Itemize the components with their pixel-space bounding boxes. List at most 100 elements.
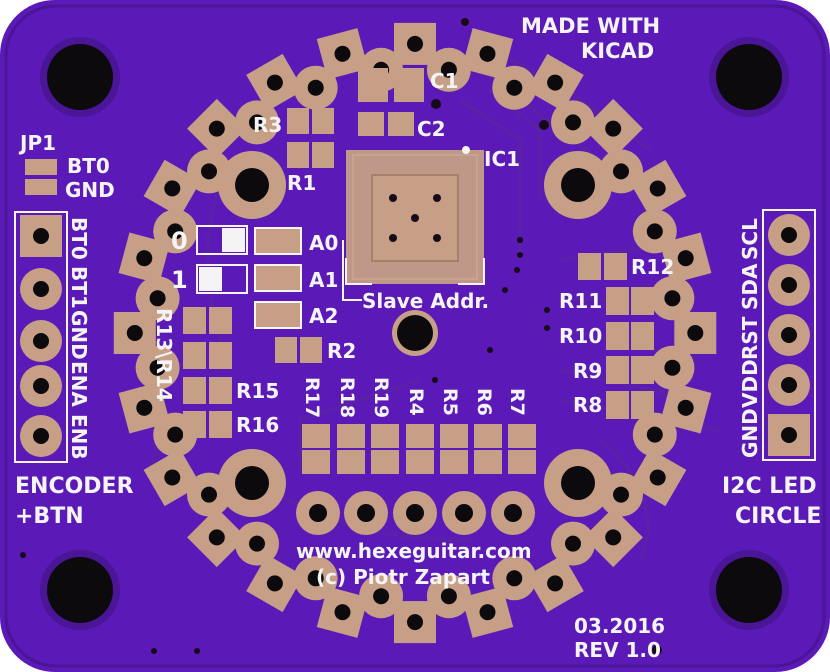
label-gnd: GND <box>65 178 115 202</box>
resistor-pads-r8-r12 <box>578 253 654 419</box>
made-with-line2: KICAD <box>581 39 654 63</box>
led-ring-hole <box>613 163 629 180</box>
resistor-pad <box>440 424 468 448</box>
encoder-mount-pads <box>218 151 612 517</box>
label-date: 03.2016 <box>574 614 665 638</box>
led-ring-pad <box>674 312 717 354</box>
resistor-pad <box>337 424 365 448</box>
led-ring-hole <box>664 290 681 307</box>
led-ring-hole <box>646 426 663 443</box>
led-ring-hole <box>307 79 324 96</box>
label-r16: R16 <box>236 413 279 437</box>
encoder-pin-row <box>296 491 535 535</box>
label-website: www.hexeguitar.com <box>296 539 532 563</box>
label-r2: R2 <box>327 339 356 363</box>
label-jp1: JP1 <box>18 131 56 155</box>
label-r11: R11 <box>559 289 602 313</box>
label-r15: R15 <box>236 379 279 403</box>
vias <box>20 18 662 655</box>
resistor-pad <box>508 450 536 474</box>
encoder-pin-enb: ENB <box>67 414 91 460</box>
led-ring-hole <box>167 426 184 443</box>
label-a0: A0 <box>309 231 338 255</box>
led-ring-pad <box>118 232 171 284</box>
resistor-pad <box>508 424 536 448</box>
resistor-pad <box>302 424 330 448</box>
label-r1: R1 <box>287 171 316 195</box>
capacitor-pads <box>358 68 441 136</box>
led-ring-hole <box>149 359 166 376</box>
led-ring-hole <box>565 114 581 131</box>
led-ring-hole <box>201 163 217 180</box>
led-pin-sda: SDA <box>738 263 762 310</box>
led-ring-pad <box>394 601 436 644</box>
encoder-header <box>14 211 68 463</box>
led-circle-header <box>762 209 816 461</box>
label-r9: R9 <box>573 359 602 383</box>
led-ring-hole <box>440 61 457 78</box>
led-ring-pad <box>461 28 514 80</box>
resistor-pads-r13-r16 <box>183 307 232 438</box>
resistor-pad <box>371 450 399 474</box>
label-c2: C2 <box>417 117 446 141</box>
encoder-pin-gnd: GND <box>67 310 91 360</box>
led-ring-pad <box>461 586 514 638</box>
label-rev: REV 1.0 <box>574 638 661 662</box>
label-r8: R8 <box>573 393 602 417</box>
label-r5: R5 <box>439 388 461 416</box>
silkscreen-text: MADE WITH KICAD C1 C2 R3 R1 IC1 JP1 BT0 … <box>15 14 821 662</box>
led-ring-pad <box>316 586 369 638</box>
label-r19: R19 <box>370 377 392 418</box>
resistor-pad <box>371 424 399 448</box>
encoder-pin-ena: ENA <box>67 361 91 407</box>
led-ring-pad <box>659 382 712 434</box>
resistor-pads-r17-r7 <box>302 424 536 474</box>
label-r6: R6 <box>473 388 495 416</box>
resistor-pad <box>406 424 434 448</box>
led-ring-pad <box>113 312 156 354</box>
led-ring-hole <box>646 223 663 240</box>
encoder-caption-1: ENCODER <box>15 474 134 499</box>
led-pin-rst: RST <box>738 316 762 360</box>
led-ring-pad <box>394 22 436 65</box>
mounting-holes <box>40 37 789 630</box>
led-ring-hole <box>201 486 217 503</box>
led-ring-pad <box>659 232 712 284</box>
address-solder-jumpers <box>196 225 362 329</box>
resistor-pads-r1-r3 <box>287 108 334 168</box>
led-ring-hole <box>664 359 681 376</box>
ic1-footprint <box>345 146 485 285</box>
led-ring-pad <box>118 382 171 434</box>
led-caption-1: I2C LED <box>722 474 817 499</box>
led-pin-gnd: GND <box>738 408 762 458</box>
label-r17: R17 <box>301 377 323 418</box>
resistor-pad <box>337 450 365 474</box>
led-ring-hole <box>307 570 324 587</box>
resistor-pad <box>474 424 502 448</box>
label-a1: A1 <box>309 268 338 292</box>
label-copyright: (c) Piotr Zapart <box>316 565 490 589</box>
resistor-pad <box>406 450 434 474</box>
label-r18: R18 <box>336 377 358 418</box>
led-ring-hole <box>565 535 581 552</box>
led-ring-pad <box>316 28 369 80</box>
led-ring-pad <box>143 448 201 507</box>
label-r12: R12 <box>631 255 674 279</box>
led-ring-pad <box>526 554 584 613</box>
label-c1: C1 <box>430 69 459 93</box>
resistor-pad <box>474 450 502 474</box>
label-slave-addr: Slave Addr. <box>362 289 489 313</box>
led-pin-vdd: VDD <box>738 359 762 408</box>
resistor-pads-r2 <box>275 337 322 363</box>
led-pin-scl: SCL <box>738 218 762 260</box>
label-r3: R3 <box>253 113 282 137</box>
led-ring-hole <box>249 114 265 131</box>
resistor-pad <box>302 450 330 474</box>
led-ring-hole <box>613 486 629 503</box>
led-caption-2: CIRCLE <box>735 504 821 529</box>
led-ring-hole <box>167 223 184 240</box>
led-ring-pad <box>246 53 304 112</box>
led-ring-pad <box>143 159 201 218</box>
label-r7: R7 <box>506 388 528 416</box>
